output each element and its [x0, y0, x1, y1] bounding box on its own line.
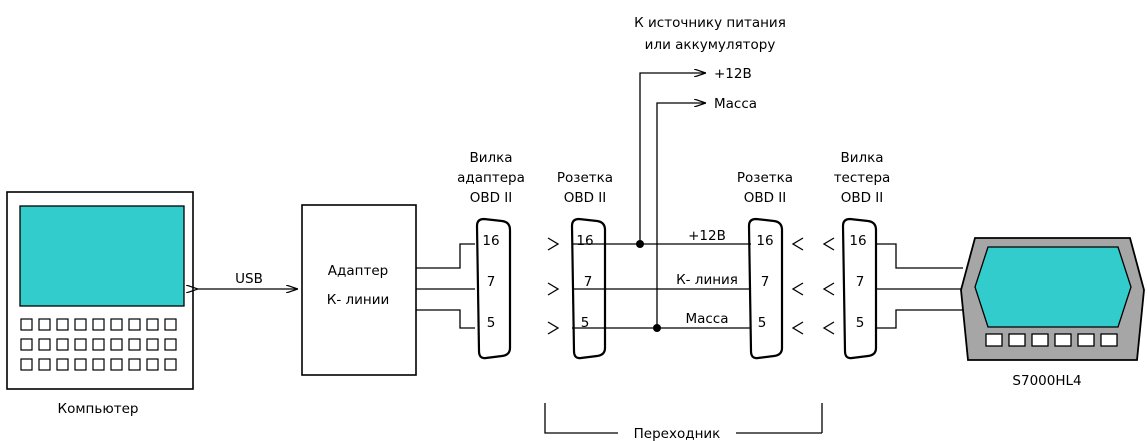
mating-chevrons-right [791, 237, 835, 335]
tester-button [985, 333, 1003, 347]
computer-key [74, 338, 87, 351]
tester-socket-connector [747, 217, 784, 360]
tester-plug-header-3: OBD II [841, 190, 884, 206]
computer-key [38, 358, 51, 371]
computer-key [164, 358, 177, 371]
adapter-socket-header-1: Розетка [557, 170, 613, 186]
pin-5-label: 5 [581, 315, 590, 331]
adapter-label-line1: Адаптер [328, 263, 388, 279]
computer-key [146, 338, 159, 351]
power-source-title-line2: или аккумулятору [645, 37, 776, 53]
tester-button [1054, 333, 1072, 347]
computer-key [38, 318, 51, 331]
tester-screen [974, 246, 1132, 328]
computer-key [92, 358, 105, 371]
tester-button [1031, 333, 1049, 347]
computer-key [20, 338, 33, 351]
adapter-plug-header-3: OBD II [470, 190, 513, 206]
tester-button [1077, 333, 1095, 347]
adapter-output-wires [416, 243, 475, 329]
adapter-cable-wires [572, 243, 751, 329]
wire-label-k-line: К- линия [676, 272, 738, 288]
adapter-plug-pins: 16 7 5 [482, 233, 499, 331]
plus-12v-junction [636, 240, 644, 248]
tester-device [960, 237, 1145, 361]
pin-7-label: 7 [856, 274, 865, 290]
pin-16-label: 16 [576, 233, 593, 249]
pin-7-label: 7 [584, 274, 593, 290]
computer-key [92, 338, 105, 351]
computer-key [128, 358, 141, 371]
computer-key [128, 318, 141, 331]
computer-key [74, 358, 87, 371]
pin-5-label: 5 [487, 315, 496, 331]
tester-label: S7000HL4 [1012, 373, 1081, 389]
tester-plug-header-1: Вилка [840, 150, 883, 166]
tester-socket-header-2: OBD II [744, 190, 787, 206]
ground-label: Масса [714, 96, 757, 112]
wire-label-ground: Масса [685, 311, 728, 327]
computer-key [92, 318, 105, 331]
adapter-socket-header-2: OBD II [564, 190, 607, 206]
pin-7-label: 7 [761, 274, 770, 290]
pin-5-label: 5 [758, 315, 767, 331]
computer-key [56, 318, 69, 331]
computer-key [38, 338, 51, 351]
pin-16-label: 16 [849, 233, 866, 249]
wire-label-plus-12v: +12В [688, 228, 726, 244]
tester-buttons [985, 333, 1118, 347]
pin-7-label: 7 [487, 274, 496, 290]
plus-12v-label: +12В [714, 66, 752, 82]
adapter-plug-connector [475, 217, 512, 360]
adapter-socket-pins: 16 7 5 [576, 233, 593, 331]
adapter-plug-header-1: Вилка [469, 150, 512, 166]
computer-key [146, 318, 159, 331]
usb-label: USB [235, 271, 263, 287]
tester-plug-pins: 16 7 5 [849, 233, 866, 331]
computer-key [110, 358, 123, 371]
adapter-label-line2: К- линии [327, 292, 390, 308]
computer-key [164, 338, 177, 351]
tester-socket-header-1: Розетка [737, 170, 793, 186]
computer [6, 191, 194, 390]
adapter-cable-label: Переходник [634, 426, 721, 441]
tester-socket-pins: 16 7 5 [756, 233, 773, 331]
tester-plug-connector [841, 217, 878, 360]
computer-key [110, 338, 123, 351]
tester-button [1100, 333, 1118, 347]
computer-key [146, 358, 159, 371]
computer-key [56, 338, 69, 351]
ground-feed [656, 103, 706, 328]
plus-12v-feed [639, 73, 706, 244]
mating-chevrons-left [547, 237, 560, 335]
computer-label: Компьютер [58, 401, 139, 417]
adapter-cable-bracket [544, 403, 618, 434]
power-source-title-line1: К источнику питания [634, 15, 786, 31]
computer-screen [19, 205, 185, 307]
pin-16-label: 16 [756, 233, 773, 249]
pin-5-label: 5 [856, 315, 865, 331]
computer-key [56, 358, 69, 371]
computer-key [164, 318, 177, 331]
computer-keypad [20, 318, 177, 371]
k-line-adapter [301, 204, 417, 376]
adapter-plug-header-2: адаптера [457, 170, 525, 186]
ground-junction [653, 324, 661, 332]
tester-input-wires [876, 243, 963, 329]
computer-key [110, 318, 123, 331]
pin-16-label: 16 [482, 233, 499, 249]
computer-key [128, 338, 141, 351]
computer-key [20, 358, 33, 371]
computer-key [74, 318, 87, 331]
computer-key [20, 318, 33, 331]
tester-button [1008, 333, 1026, 347]
tester-plug-header-2: тестера [834, 170, 891, 186]
